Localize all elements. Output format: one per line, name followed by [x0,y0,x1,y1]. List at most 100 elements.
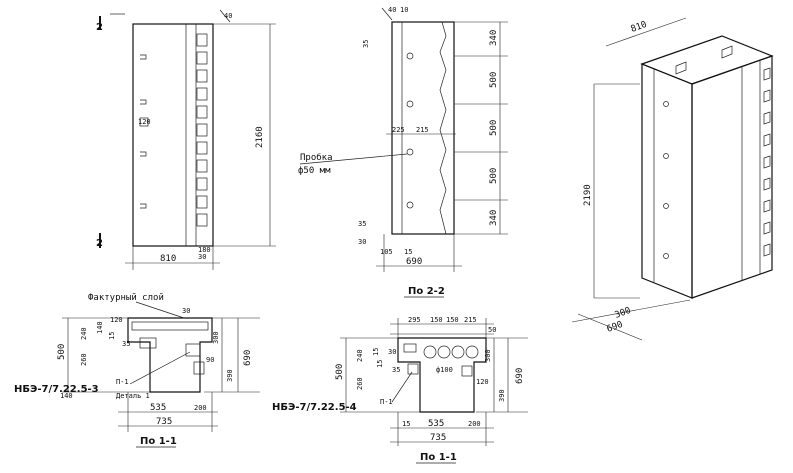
plan2-right-0: 300 [484,349,492,362]
plan2-right-2: 690 [515,368,525,384]
iso-depth-dim-2 [571,299,691,323]
top-dim: 40 [224,12,232,20]
plan2-top-a: 295 [408,316,421,324]
plan2-right-1: 390 [498,389,506,402]
plan1-embed-2 [185,343,201,357]
top-b: 10 [400,6,408,14]
top-small: 30 [182,307,190,315]
section-serration [439,21,447,235]
top-tick [219,9,231,23]
panel-outline [132,23,214,247]
section-label-bottom: 2 [96,238,103,249]
lifting-loops [140,54,147,209]
top-leader [381,7,393,21]
section-label-top: 2 [96,22,103,33]
section-outline [391,21,455,235]
caption: По 2-2 [408,286,445,297]
iso-view: 810 2190 300 690 [571,17,774,341]
plan1-detail-leader [129,351,191,385]
bottom-small: 30 [198,253,206,261]
bottom-c: 105 [380,248,393,256]
bottom-b: 35 [358,220,366,228]
dim-3: 500 [489,120,499,136]
iso-depth-b: 690 [606,320,625,335]
plan2-left-f: 35 [392,366,400,374]
plan1-left-a: 120 [110,316,123,324]
plan1-bottom-a: 535 [150,403,166,413]
plan2-mark: НБЭ-7/7.22.5-4 [272,402,357,413]
plan2-embed-2 [407,363,419,375]
bottom-a: 30 [358,238,366,246]
iso-top-loops [675,45,733,75]
plan1-mark: НБЭ-7/7.22.5-3 [14,384,99,395]
plan1-caption: По 1-1 [140,436,177,447]
iso-top-dim [605,17,687,47]
plan2-caption: По 1-1 [420,452,457,463]
plan1-left-c: 15 [108,332,116,340]
iso-shear-keys [763,67,771,257]
plan1-facing [131,321,209,331]
dim-2: 500 [489,72,499,88]
plan2-hole: ф100 [436,366,453,374]
iso-height-label: 2190 [583,184,593,206]
iso-side-face [691,55,773,299]
plan2-left-d: 30 [388,348,396,356]
plan1-rows-0: 500 [57,344,67,360]
plan1-left-d: 35 [122,340,130,348]
mid-a: 225 [392,126,405,134]
plan1-right-small: 90 [206,356,214,364]
iso-holes [663,101,669,259]
plan2-top-e: 50 [488,326,496,334]
plug-leader [299,153,408,165]
plan1-bottom-b: 200 [194,404,207,412]
plan1-right-1: 390 [226,369,234,382]
height-label: 2160 [255,126,265,148]
bottom-detail: 180 [198,246,211,254]
top-a: 40 [388,6,396,14]
plan2-right-small: 120 [476,378,489,386]
plan1-left-b: 140 [96,321,104,334]
plan2-top-c: 150 [446,316,459,324]
facing-label: Фактурный слой [88,293,164,303]
plan2-voids [423,345,479,359]
plan2-left-c: 15 [372,348,380,356]
plan2-left-b: 240 [356,349,364,362]
plan-2: 295 150 150 215 50 500 260 240 15 30 15 … [272,316,528,464]
plan2-bottom-small: 15 [402,420,410,428]
plan1-detail-b: Деталь 1 [116,392,150,400]
plan1-embed-3 [193,361,205,375]
width-label: 810 [160,254,176,264]
plan-1: Фактурный слой 30 500 260 240 140 15 35 … [14,293,260,448]
plan1-right-0: 300 [212,331,220,344]
facing-leader [135,301,185,319]
plan2-top-d: 215 [464,316,477,324]
iso-top-label: 810 [630,20,649,35]
plan2-embed-3 [461,365,473,377]
plan2-top-b: 150 [430,316,443,324]
iso-top-face [640,35,774,85]
dim-5: 340 [489,210,499,226]
left-top: 35 [362,40,370,48]
plan2-detail-leader [391,371,413,403]
embedded-part [139,117,149,127]
mid-b: 215 [416,126,429,134]
plug-label: Пробка [300,152,333,163]
plan2-bottom-total-label: 735 [430,433,446,443]
plan1-embed-1 [139,337,157,349]
dim-4: 500 [489,168,499,184]
plan1-rows-2: 240 [80,327,88,340]
plan2-left-a: 260 [356,377,364,390]
plan2-bottom-a: 535 [428,419,444,429]
plug-diam: ф50 мм [298,166,331,176]
plug-holes [406,52,414,209]
plan2-left-e: 15 [376,360,384,368]
shear-keys [196,33,208,227]
plan1-outline [127,317,213,393]
plan1-detail-a: П-1 [116,378,129,386]
plan2-outline [397,337,487,413]
plan1-rows-4: 140 [60,392,73,400]
plan2-rows-0: 500 [335,364,345,380]
iso-depth-dim [577,313,643,341]
width-label: 690 [406,257,422,267]
